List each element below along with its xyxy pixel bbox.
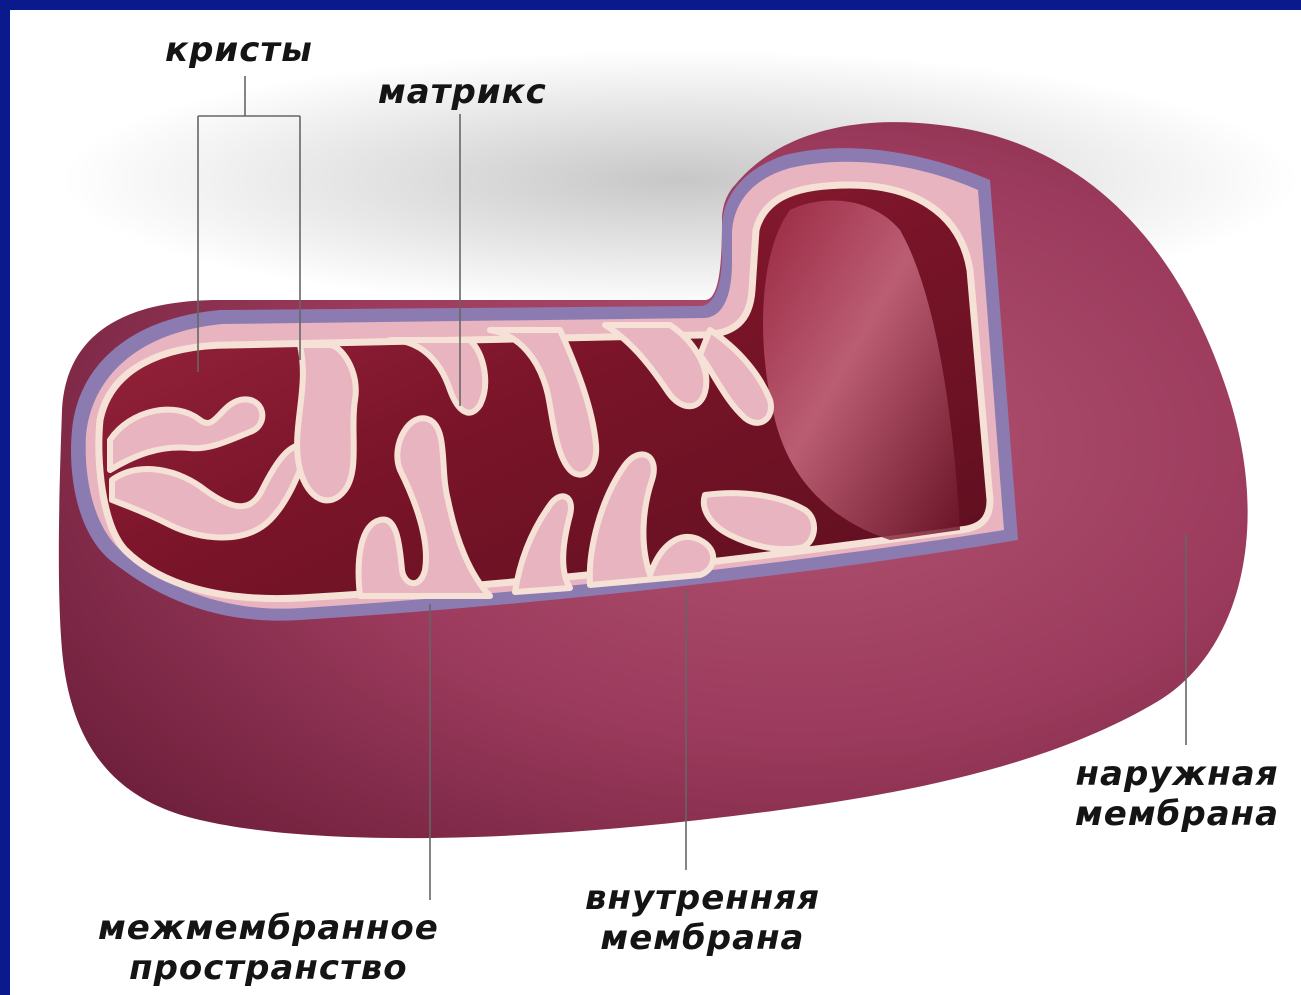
- label-inner-membrane-line1: внутренняя: [585, 878, 820, 918]
- label-cristae: кристы: [165, 30, 313, 70]
- mitochondrion-diagram: [10, 10, 1301, 995]
- diagram-panel: кристы матрикс наружная мембрана внутрен…: [10, 10, 1301, 995]
- crista-3: [297, 345, 356, 500]
- label-matrix-text: матрикс: [378, 72, 547, 112]
- label-matrix: матрикс: [378, 72, 547, 112]
- label-intermembrane-space-line2: пространство: [98, 948, 439, 988]
- label-outer-membrane: наружная мембрана: [1075, 754, 1279, 834]
- label-cristae-text: кристы: [165, 30, 313, 70]
- label-inner-membrane-line2: мембрана: [585, 918, 820, 958]
- label-outer-membrane-line1: наружная: [1075, 754, 1279, 794]
- label-outer-membrane-line2: мембрана: [1075, 794, 1279, 834]
- label-inner-membrane: внутренняя мембрана: [585, 878, 820, 958]
- label-intermembrane-space-line1: межмембранное: [98, 908, 439, 948]
- label-intermembrane-space: межмембранное пространство: [98, 908, 439, 988]
